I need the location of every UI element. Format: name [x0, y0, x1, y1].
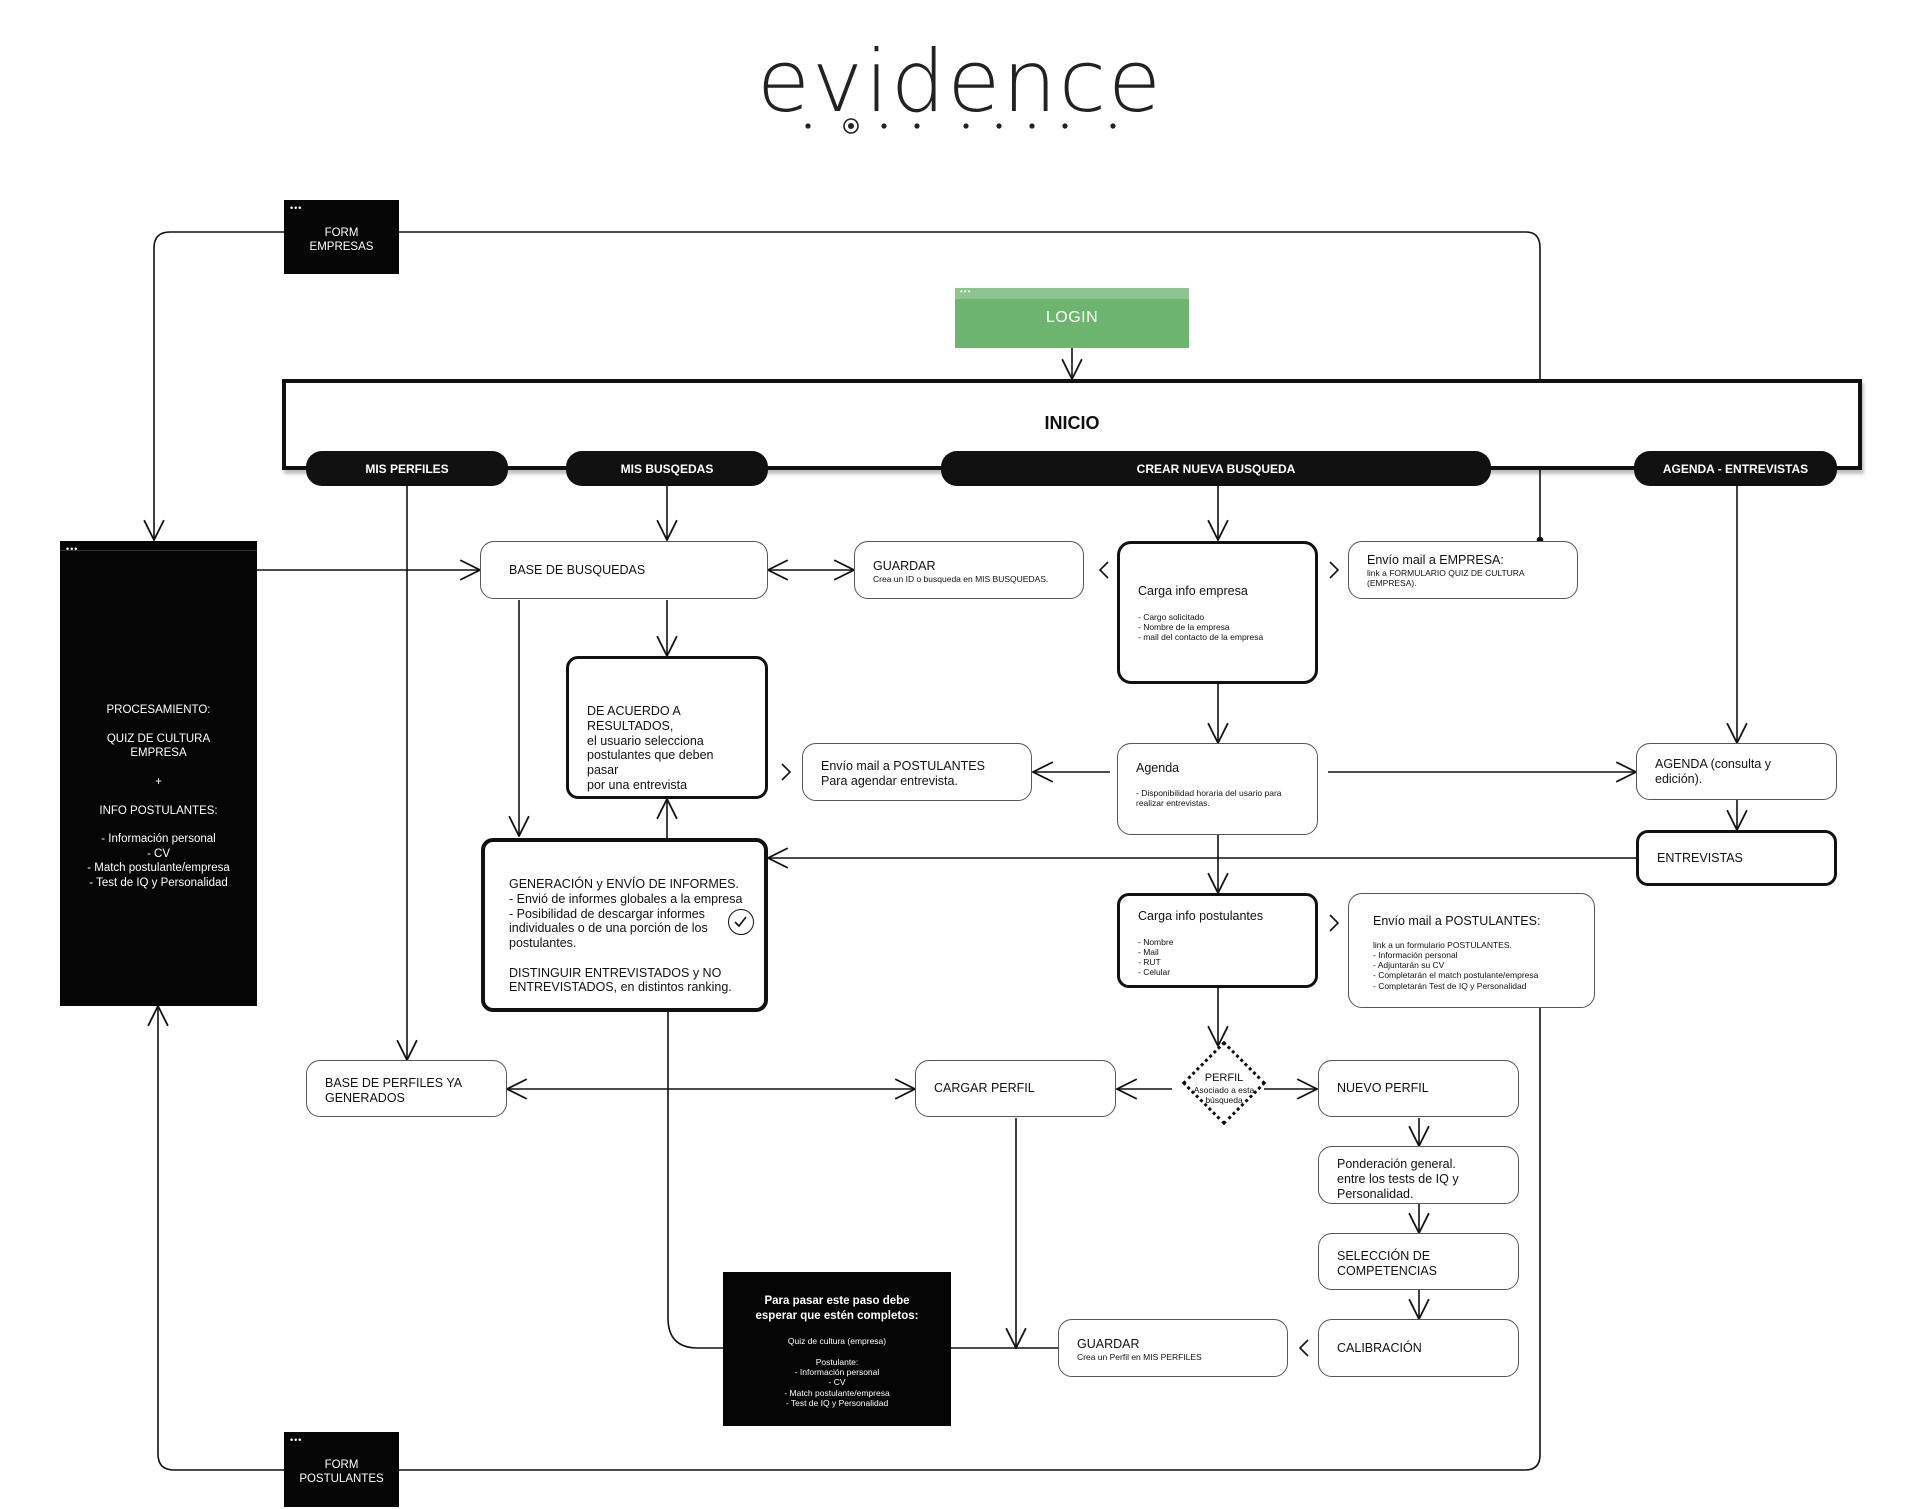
form-empresas-window[interactable]: ••• FORM EMPRESAS [284, 200, 399, 274]
connector-form-empresas-loop [154, 231, 284, 540]
calibracion-node[interactable]: CALIBRACIÓN [1318, 1319, 1519, 1377]
calibracion-title: CALIBRACIÓN [1337, 1340, 1422, 1355]
perfil-decision-text: PERFIL Asociado a esta búsqueda [1172, 1072, 1276, 1105]
envio-mail-postulantes-form-node[interactable]: Envío mail a POSTULANTES: link a un form… [1348, 893, 1595, 1008]
carga-info-empresa-node[interactable]: Carga info empresa - Cargo solicitado - … [1117, 541, 1318, 684]
base-perfiles-title: BASE DE PERFILES YA GENERADOS [325, 1076, 463, 1105]
carga-info-postulantes-detail: - Nombre - Mail - RUT - Celular [1138, 936, 1174, 978]
cargar-perfil-node[interactable]: CARGAR PERFIL [915, 1060, 1116, 1117]
agenda-consulta-title: AGENDA (consulta y edición). [1655, 756, 1772, 786]
nuevo-perfil-node[interactable]: NUEVO PERFIL [1318, 1060, 1519, 1117]
chevron-right-icon [781, 763, 792, 781]
nav-mis-busquedas[interactable]: MIS BUSQEDAS [566, 451, 768, 486]
login-button[interactable]: ••• LOGIN [955, 287, 1189, 348]
carga-info-postulantes-node[interactable]: Carga info postulantes - Nombre - Mail -… [1117, 893, 1318, 988]
nav-mis-perfiles[interactable]: MIS PERFILES [306, 451, 508, 486]
window-dots-icon: ••• [290, 1435, 303, 1445]
form-empresas-label: FORM EMPRESAS [309, 227, 374, 254]
wait-note-body: Quiz de cultura (empresa) Postulante: - … [784, 1335, 890, 1409]
nav-mis-busquedas-label: MIS BUSQEDAS [620, 461, 714, 476]
envio-mail-postulantes-form-title: Envío mail a POSTULANTES: [1373, 914, 1541, 928]
window-dots-icon: ••• [66, 544, 79, 554]
connector-form-empresas-right [399, 231, 1541, 379]
nuevo-perfil-title: NUEVO PERFIL [1337, 1081, 1429, 1096]
connector-generacion-note [667, 1012, 723, 1349]
entrevistas-node[interactable]: ENTREVISTAS [1636, 830, 1837, 886]
carga-info-empresa-detail: - Cargo solicitado - Nombre de la empres… [1138, 611, 1264, 643]
wait-note-title: Para pasar este paso debe esperar que es… [755, 1295, 919, 1322]
ponderacion-node[interactable]: Ponderación general. entre los tests de … [1318, 1146, 1519, 1204]
guardar-perfil-node[interactable]: GUARDAR Crea un Perfil en MIS PERFILES [1058, 1319, 1288, 1377]
nav-agenda-entrevistas[interactable]: AGENDA - ENTREVISTAS [1634, 451, 1837, 486]
nav-agenda-label: AGENDA - ENTREVISTAS [1662, 461, 1809, 476]
form-postulantes-window[interactable]: ••• FORM POSTULANTES [284, 1432, 399, 1507]
generacion-informes-node[interactable]: GENERACIÓN y ENVÍO DE INFORMES. - Envió … [481, 838, 768, 1012]
chevron-right-icon [1329, 561, 1340, 579]
agenda-consulta-node[interactable]: AGENDA (consulta y edición). [1636, 743, 1837, 800]
carga-info-empresa-title: Carga info empresa [1138, 584, 1248, 598]
inicio-title: INICIO [1044, 413, 1100, 433]
envio-mail-postulantes-agenda-title: Envío mail a POSTULANTES Para agendar en… [821, 759, 985, 788]
cargar-perfil-title: CARGAR PERFIL [934, 1081, 1035, 1096]
base-busquedas-title: BASE DE BUSQUEDAS [509, 562, 646, 577]
window-dots-icon: ••• [960, 287, 972, 296]
base-perfiles-node[interactable]: BASE DE PERFILES YA GENERADOS [306, 1060, 507, 1117]
logo-dots [805, 118, 1116, 134]
envio-mail-empresa-title: Envío mail a EMPRESA: [1367, 553, 1504, 567]
envio-mail-postulantes-form-detail: link a un formulario POSTULANTES. - Info… [1373, 939, 1539, 991]
connector-form-postulantes-loop [158, 1006, 284, 1471]
form-postulantes-label: FORM POSTULANTES [299, 1459, 384, 1486]
entrevistas-title: ENTREVISTAS [1657, 850, 1743, 865]
nav-crear-label: CREAR NUEVA BUSQUEDA [1136, 461, 1296, 476]
guardar-perfil-detail: Crea un Perfil en MIS PERFILES [1077, 1351, 1202, 1362]
procesamiento-panel: ••• PROCESAMIENTO: QUIZ DE CULTURA EMPRE… [60, 541, 257, 1006]
guardar-busqueda-node[interactable]: GUARDAR Crea un ID o busqueda en MIS BUS… [854, 541, 1084, 599]
login-label: LOGIN [1045, 309, 1099, 326]
guardar-busqueda-title: GUARDAR [873, 559, 936, 573]
checkmark-icon [728, 909, 754, 935]
nav-mis-perfiles-label: MIS PERFILES [365, 461, 449, 476]
logo-evidence: evidence [0, 32, 1920, 132]
agenda-detail: - Disponibilidad horaria del usario para… [1136, 787, 1282, 808]
agenda-title: Agenda [1136, 761, 1180, 775]
wait-note-panel: Para pasar este paso debe esperar que es… [723, 1272, 951, 1426]
window-dots-icon: ••• [290, 203, 303, 213]
perfil-decision-title: PERFIL [1204, 1072, 1244, 1084]
logo-wordmark: evidence [757, 32, 1163, 132]
envio-mail-empresa-node[interactable]: Envío mail a EMPRESA: link a FORMULARIO … [1348, 541, 1578, 599]
carga-info-postulantes-title: Carga info postulantes [1138, 909, 1264, 923]
chevron-left-icon [1098, 561, 1109, 579]
de-acuerdo-node[interactable]: DE ACUERDO A RESULTADOS, el usuario sele… [566, 656, 768, 799]
procesamiento-text: PROCESAMIENTO: QUIZ DE CULTURA EMPRESA +… [87, 704, 230, 889]
envio-mail-empresa-detail: link a FORMULARIO QUIZ DE CULTURA (EMPRE… [1367, 567, 1525, 588]
nav-crear-nueva-busqueda[interactable]: CREAR NUEVA BUSQUEDA [941, 451, 1491, 486]
connector-mailpost-loop [399, 1008, 1541, 1471]
seleccion-competencias-title: SELECCIÓN DE COMPETENCIAS [1337, 1249, 1438, 1278]
de-acuerdo-title: DE ACUERDO A RESULTADOS, el usuario sele… [587, 704, 714, 792]
generacion-informes-title: GENERACIÓN y ENVÍO DE INFORMES. - Envió … [509, 877, 743, 995]
envio-mail-postulantes-agenda-node[interactable]: Envío mail a POSTULANTES Para agendar en… [802, 743, 1032, 801]
window-titlebar: ••• [955, 287, 1189, 299]
chevron-left-icon [1298, 1339, 1309, 1357]
base-busquedas-node[interactable]: BASE DE BUSQUEDAS [480, 541, 768, 599]
guardar-busqueda-detail: Crea un ID o busqueda en MIS BUSQUEDAS. [873, 573, 1049, 584]
ponderacion-title: Ponderación general. entre los tests de … [1337, 1157, 1459, 1201]
window-titlebar-divider [60, 550, 257, 551]
seleccion-competencias-node[interactable]: SELECCIÓN DE COMPETENCIAS [1318, 1233, 1519, 1290]
guardar-perfil-title: GUARDAR [1077, 1337, 1140, 1351]
agenda-node[interactable]: Agenda - Disponibilidad horaria del usar… [1117, 743, 1318, 835]
perfil-decision-detail: Asociado a esta búsqueda [1193, 1085, 1255, 1106]
chevron-right-icon [1329, 914, 1340, 932]
